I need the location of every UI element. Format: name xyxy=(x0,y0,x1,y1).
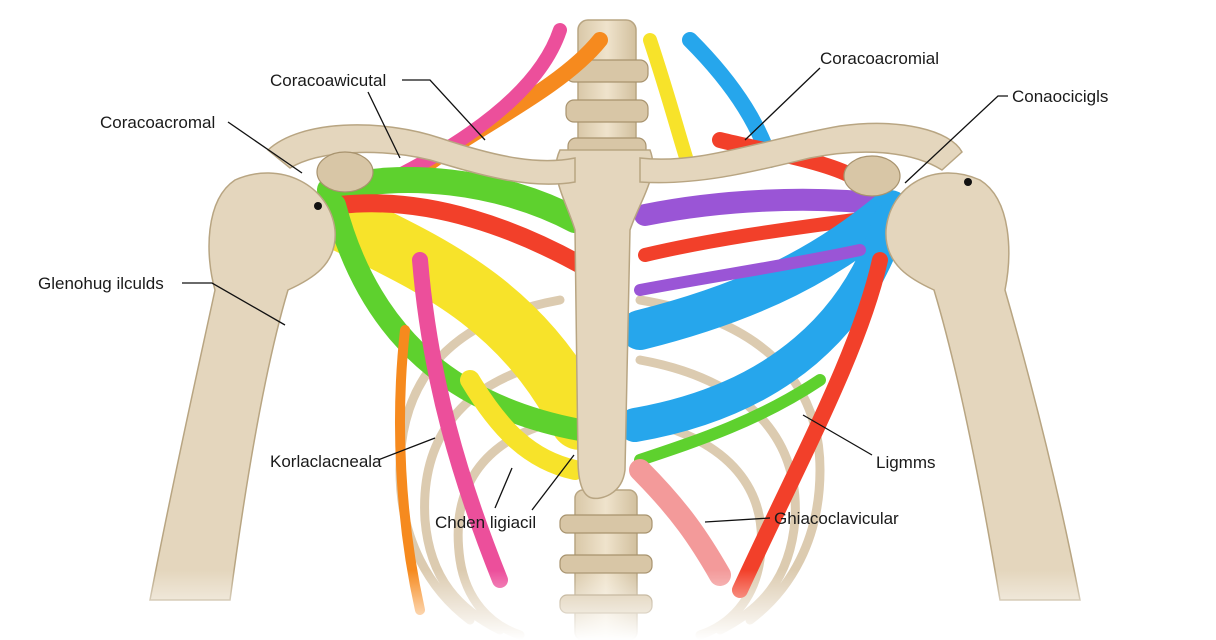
left-humerus xyxy=(149,172,336,601)
label-sternal: Chden ligiacil xyxy=(435,513,536,532)
band-pink-right-lower xyxy=(629,459,731,586)
band-yellow-left-lower xyxy=(460,370,585,480)
leader-lines xyxy=(182,67,1008,523)
anatomy-illustration xyxy=(0,19,1216,640)
band-pink-left-lower xyxy=(412,252,508,588)
label-sternoclavicular: Ghiacoclavicular xyxy=(774,509,899,528)
sternum xyxy=(555,149,654,500)
band-pink-left xyxy=(383,23,567,187)
leader-sternal-2 xyxy=(531,454,575,511)
leader-coracoclavicular-top-2 xyxy=(367,91,401,159)
label-costoclavicular: Korlaclacneala xyxy=(270,452,382,471)
left-coracoid xyxy=(316,151,374,193)
band-red-right-lower xyxy=(732,252,888,598)
leader-sternal xyxy=(494,467,513,509)
band-orange-left-lower xyxy=(395,325,425,615)
right-coracoid xyxy=(843,155,901,197)
label-coracoacromial-top: Coracoacromial xyxy=(820,49,939,68)
band-blue-right-main xyxy=(620,190,910,350)
left-clavicle xyxy=(266,124,576,185)
leader-sternoclavicular xyxy=(704,517,771,523)
right-clavicle xyxy=(639,122,963,184)
label-conoid-right: Conaocicigls xyxy=(1012,87,1108,106)
label-glenohumeral: Glenohug ilculds xyxy=(38,274,164,293)
label-coracoclavicular-top: Coracoawicutal xyxy=(270,71,386,90)
label-ligaments: Ligmms xyxy=(876,453,936,472)
band-red-left xyxy=(331,194,599,279)
labels: Coracoawicutal Coracoacromial Conaocicig… xyxy=(38,49,1108,532)
band-green-right-lower xyxy=(634,374,826,466)
leader-costoclavicular xyxy=(377,437,436,461)
leader-coracoclavicular-top xyxy=(402,79,486,141)
band-yellow-right xyxy=(643,33,697,177)
band-yellow-left xyxy=(310,190,610,450)
leader-ligaments xyxy=(802,414,873,456)
leader-glenohumeral xyxy=(182,282,286,326)
right-humerus xyxy=(885,172,1081,601)
leader-conoid-right xyxy=(904,95,1008,184)
label-coracoacromial-left: Coracoacromal xyxy=(100,113,215,132)
band-purple-right-lower xyxy=(634,244,866,296)
leader-coracoacromial-left xyxy=(227,121,303,174)
leader-coracoacromial-top xyxy=(744,67,821,141)
band-purple-right xyxy=(634,188,901,226)
ligament-bands-right xyxy=(618,32,910,598)
